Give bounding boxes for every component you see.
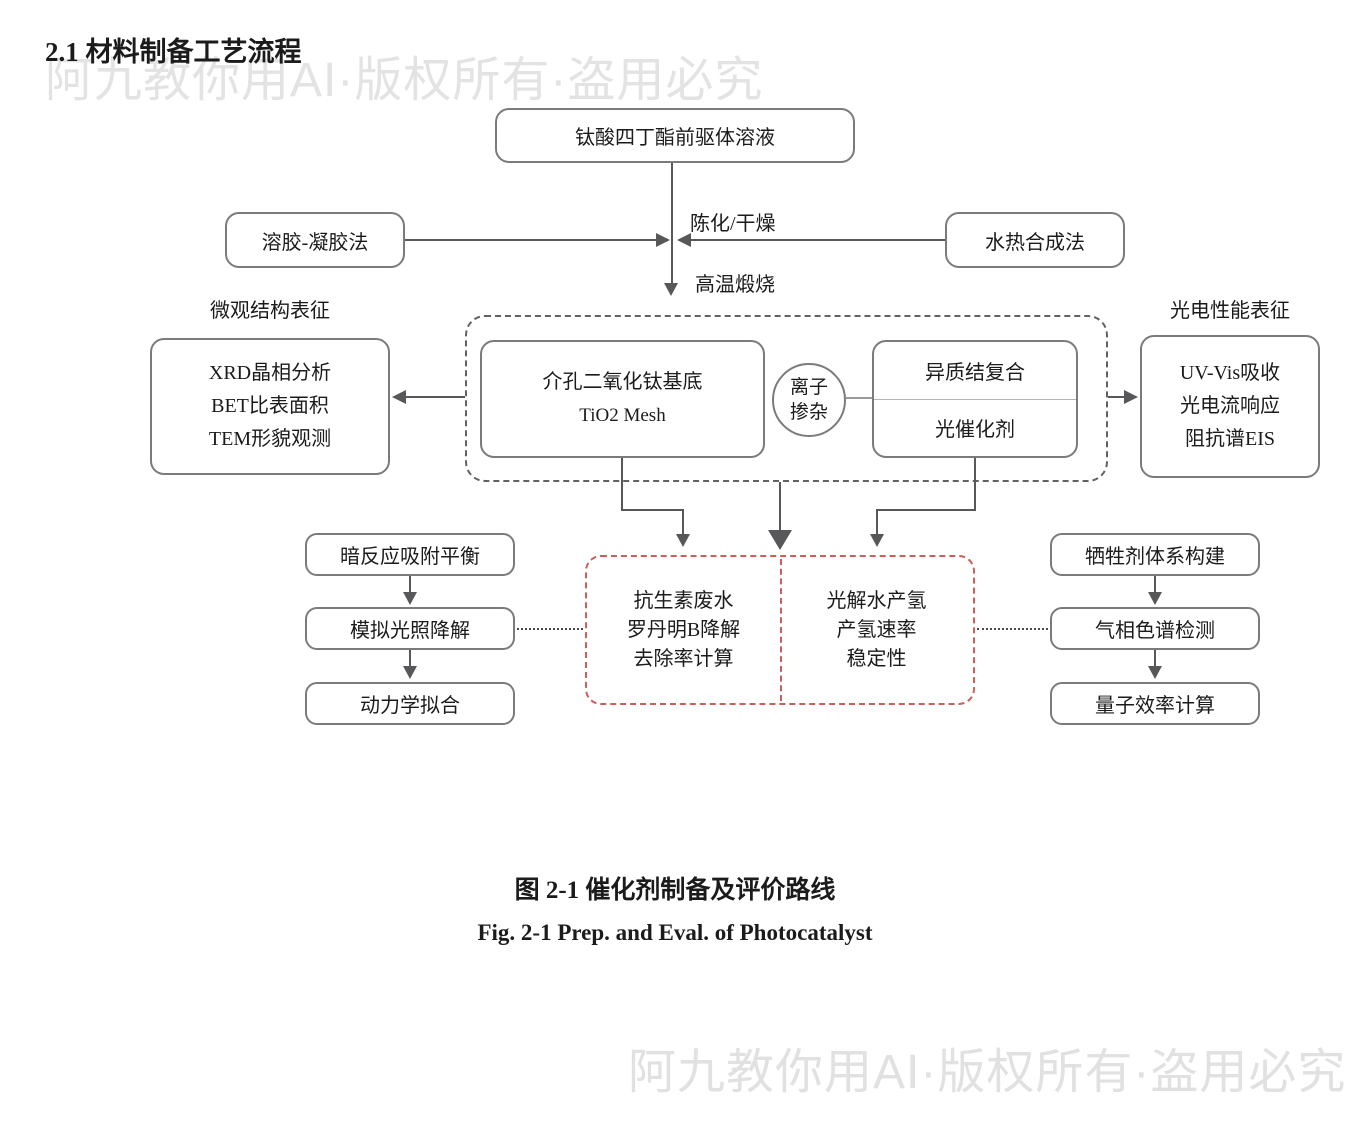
arrowhead-down [1148, 666, 1162, 679]
calcination-label: 高温煅烧 [695, 274, 775, 296]
arrowhead-down [1148, 592, 1162, 605]
connector-line [876, 509, 878, 535]
hydrogen-cell: 光解水产氢 产氢速率 稳定性 [780, 557, 973, 703]
synthesis-stage-container [465, 315, 1108, 482]
photocurrent-label: 光电流响应 [1180, 395, 1280, 417]
connector-line [409, 650, 411, 667]
substrate-label-zh: 介孔二氧化钛基底 [542, 371, 703, 393]
red-divider-line [780, 559, 782, 701]
connector-line [1154, 576, 1156, 593]
hydrogen-line2: 产氢速率 [836, 618, 917, 641]
hydrothermal-box: 水热合成法 [945, 212, 1125, 268]
connector-line [409, 576, 411, 593]
evaluation-red-box: 抗生素废水 罗丹明B降解 去除率计算 光解水产氢 产氢速率 稳定性 [585, 555, 975, 705]
caption-zh: 图 2-1 催化剂制备及评价路线 [514, 877, 836, 904]
substrate-box: 介孔二氧化钛基底 TiO2 Mesh [480, 340, 765, 458]
kinetics-box: 动力学拟合 [305, 682, 515, 725]
arrowhead-down [870, 534, 884, 547]
degradation-line3: 去除率计算 [633, 647, 734, 670]
arrowhead-right [1124, 390, 1138, 404]
watermark-bottom: 阿九教你用AI·版权所有·盗用必究 [628, 1046, 1347, 1099]
uvvis-label: UV-Vis吸收 [1179, 362, 1281, 384]
kinetics-label: 动力学拟合 [360, 695, 460, 717]
sacrificial-agent-label: 牺牲剂体系构建 [1085, 546, 1225, 568]
dark-adsorption-box: 暗反应吸附平衡 [305, 533, 515, 576]
hydrogen-line3: 稳定性 [846, 647, 907, 670]
arrowhead-left [392, 390, 406, 404]
connector-line [877, 509, 976, 511]
aging-label: 陈化/干燥 [690, 213, 776, 235]
light-degradation-label: 模拟光照降解 [350, 620, 470, 642]
solgel-label: 溶胶-凝胶法 [261, 231, 369, 254]
photo-characterization-box: UV-Vis吸收 光电流响应 阻抗谱EIS [1140, 335, 1320, 478]
connector-line [621, 458, 623, 511]
ion-doping-line1: 离子 [789, 377, 828, 398]
degradation-line1: 抗生素废水 [633, 589, 734, 612]
arrowhead-down [403, 592, 417, 605]
dotted-connector-left [517, 628, 583, 630]
heterojunction-top-cell: 异质结复合 [874, 342, 1076, 399]
heterojunction-box: 异质结复合 光催化剂 [872, 340, 1078, 458]
eis-label: 阻抗谱EIS [1185, 428, 1275, 450]
connector-line [621, 509, 684, 511]
bet-label: BET比表面积 [211, 395, 329, 417]
micro-characterization-box: XRD晶相分析 BET比表面积 TEM形貌观测 [150, 338, 390, 475]
arrowhead-down [403, 666, 417, 679]
gc-detection-box: 气相色谱检测 [1050, 607, 1260, 650]
ion-doping-circle: 离子 掺杂 [772, 363, 846, 437]
arrowhead-down [676, 534, 690, 547]
arrowhead-down [768, 530, 792, 550]
connector-line [974, 458, 976, 511]
connector-line [671, 163, 673, 283]
degradation-cell: 抗生素废水 罗丹明B降解 去除率计算 [587, 557, 780, 703]
dark-adsorption-label: 暗反应吸附平衡 [340, 546, 480, 568]
micro-characterization-label: 微观结构表征 [210, 300, 330, 322]
divider-line [874, 398, 1076, 400]
photocatalyst-label: 光催化剂 [935, 419, 1015, 442]
xrd-label: XRD晶相分析 [208, 362, 332, 384]
connector-line [406, 396, 465, 398]
quantum-efficiency-box: 量子效率计算 [1050, 682, 1260, 725]
connector-line [682, 509, 684, 535]
solgel-box: 溶胶-凝胶法 [225, 212, 405, 268]
quantum-efficiency-label: 量子效率计算 [1095, 695, 1215, 717]
photocatalyst-cell: 光催化剂 [874, 400, 1076, 457]
arrowhead-down [664, 283, 678, 296]
precursor-label: 钛酸四丁酯前驱体溶液 [575, 127, 775, 149]
connector-line [1108, 396, 1126, 398]
caption-en: Fig. 2-1 Prep. and Eval. of Photocatalys… [477, 920, 873, 945]
section-title: 2.1 材料制备工艺流程 [45, 37, 302, 67]
precursor-box: 钛酸四丁酯前驱体溶液 [495, 108, 855, 163]
hydrogen-line1: 光解水产氢 [826, 589, 927, 612]
hydrothermal-label: 水热合成法 [985, 231, 1085, 254]
dotted-connector-right [977, 628, 1048, 630]
connector-line [691, 239, 945, 241]
photo-characterization-label: 光电性能表征 [1170, 300, 1290, 322]
arrowhead-left [677, 233, 691, 247]
arrowhead-right [656, 233, 670, 247]
sacrificial-agent-box: 牺牲剂体系构建 [1050, 533, 1260, 576]
ion-doping-line2: 掺杂 [789, 402, 828, 423]
connector-line [846, 397, 872, 399]
heterojunction-label: 异质结复合 [925, 361, 1025, 384]
light-degradation-box: 模拟光照降解 [305, 607, 515, 650]
degradation-line2: 罗丹明B降解 [626, 618, 741, 641]
watermark-top: 阿九教你用AI·版权所有·盗用必究 [45, 54, 764, 107]
connector-line [1154, 650, 1156, 667]
gc-detection-label: 气相色谱检测 [1095, 620, 1215, 642]
tem-label: TEM形貌观测 [208, 428, 332, 450]
connector-line [779, 482, 781, 530]
connector-line [405, 239, 657, 241]
substrate-label-en: TiO2 Mesh [579, 405, 666, 426]
